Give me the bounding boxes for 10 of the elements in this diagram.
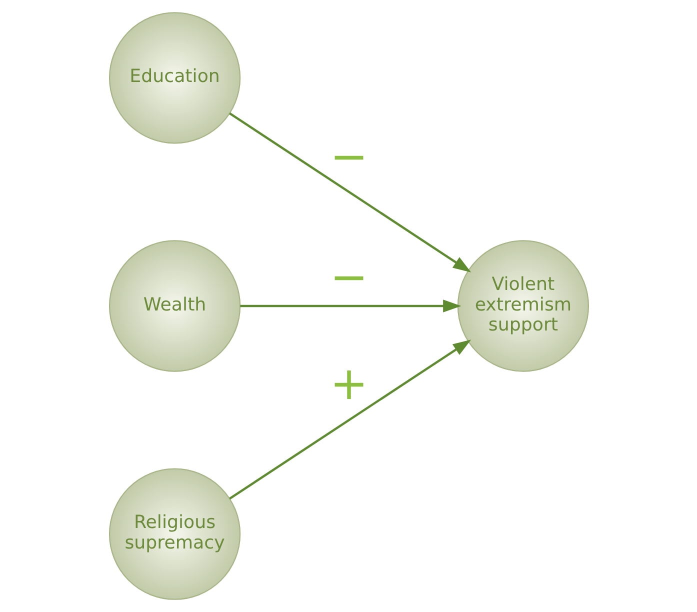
node-circle: Education bbox=[108, 12, 240, 144]
node-circle: Violent extremism support bbox=[456, 240, 589, 372]
arrow bbox=[240, 300, 461, 312]
edge-label: + bbox=[329, 357, 368, 410]
edge-label: − bbox=[329, 250, 368, 304]
edge-label: − bbox=[329, 130, 368, 184]
node-circle: Religious supremacy bbox=[108, 468, 240, 600]
arrow bbox=[228, 112, 471, 272]
node-circle: Wealth bbox=[108, 240, 240, 372]
arrow bbox=[228, 340, 471, 500]
